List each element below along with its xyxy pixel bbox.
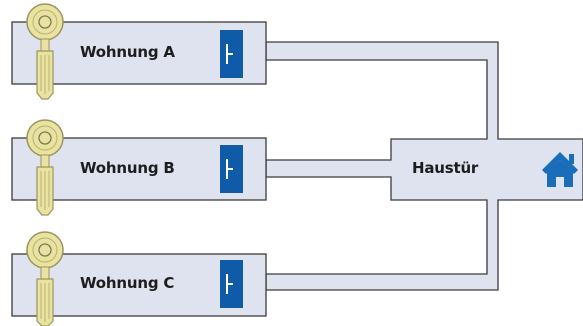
connector-corridor (265, 41, 583, 291)
apartment-label-b: Wohnung B (80, 159, 175, 177)
lock-cylinder-icon (220, 260, 243, 308)
key-icon (26, 119, 64, 216)
front-door-label: Haustür (412, 159, 479, 177)
apartment-label-c: Wohnung C (80, 274, 175, 292)
lock-cylinder-icon (220, 30, 243, 78)
key-icon (26, 3, 64, 100)
lock-cylinder-icon (220, 145, 243, 193)
apartment-label-a: Wohnung A (80, 43, 175, 61)
house-icon (542, 152, 578, 187)
key-icon (26, 231, 64, 326)
